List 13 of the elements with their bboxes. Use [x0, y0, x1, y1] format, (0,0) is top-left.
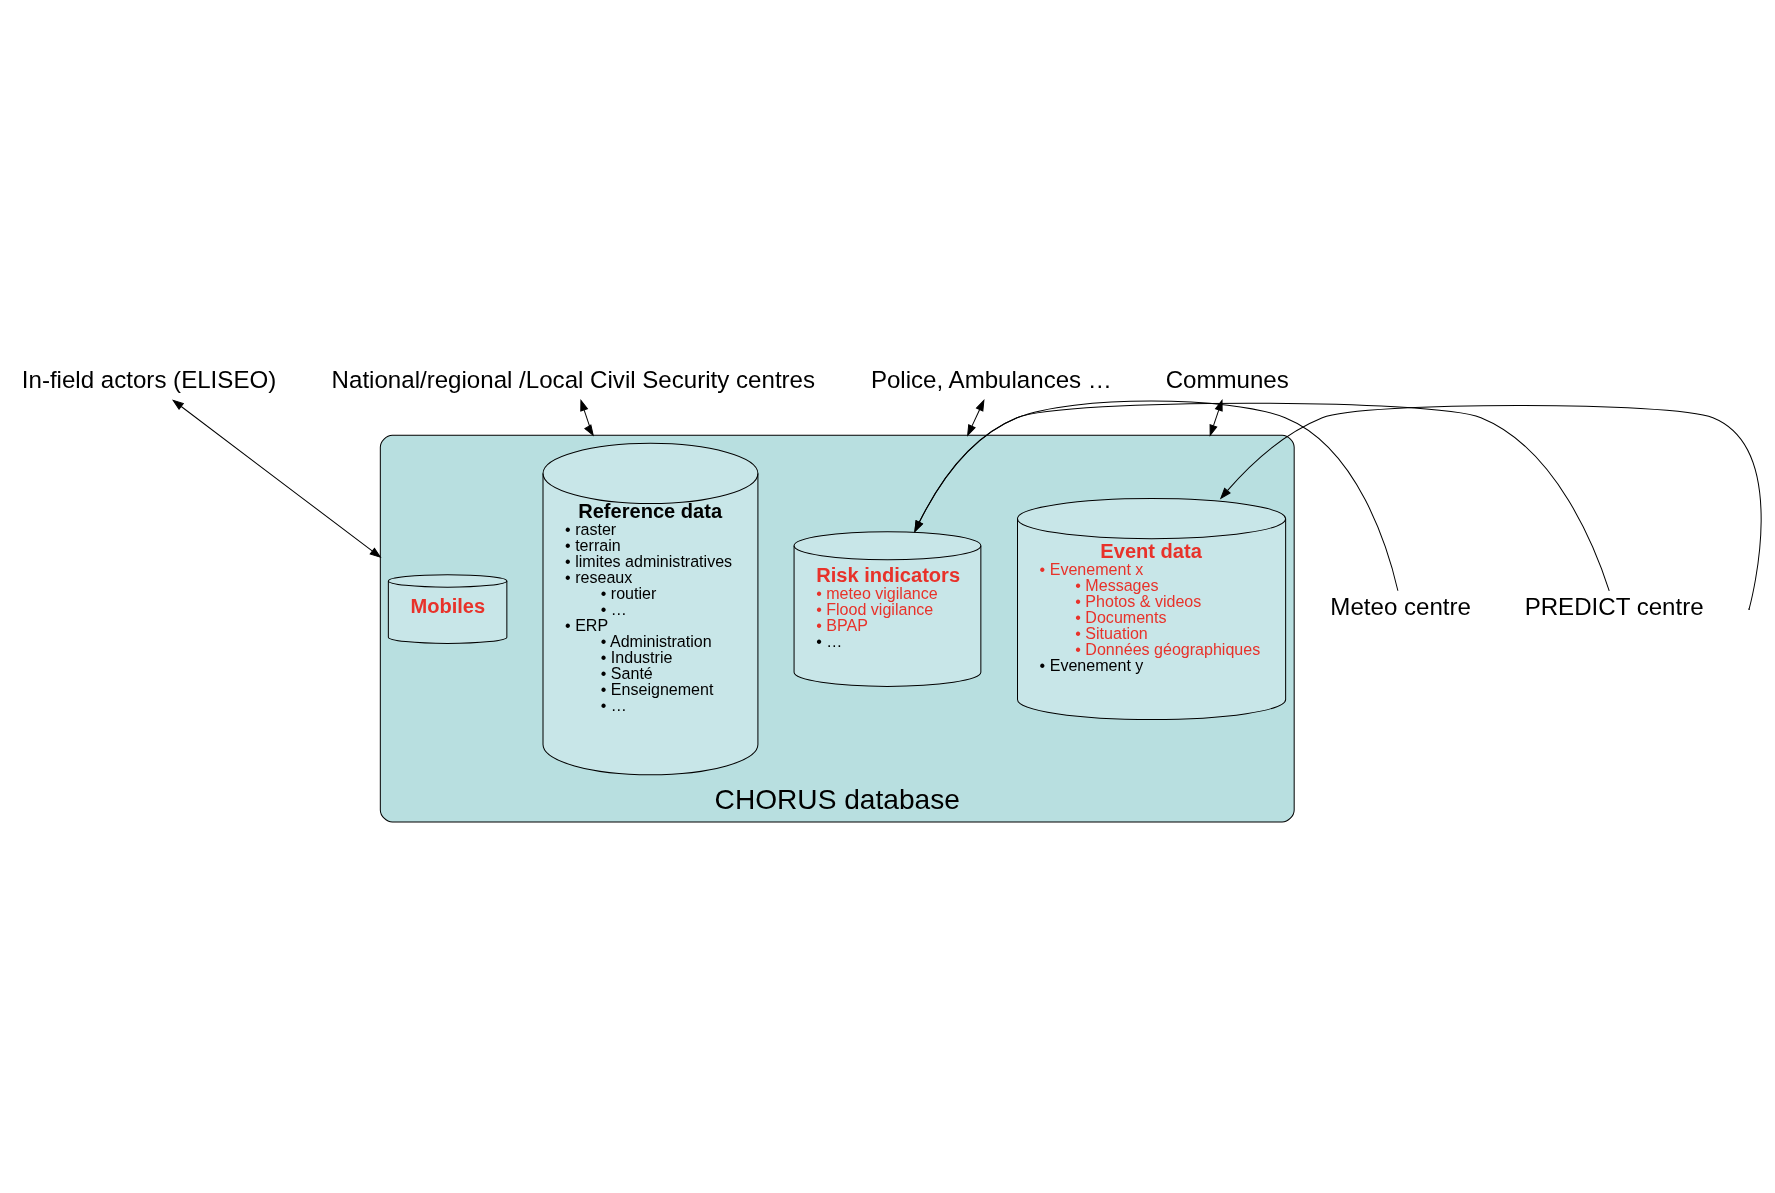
node-text: Meteo centre	[1330, 592, 1471, 620]
arrow	[1209, 399, 1223, 436]
arrow	[967, 399, 985, 436]
node-text: Police, Ambulances …	[870, 365, 1112, 393]
arrow	[580, 399, 594, 436]
arrow	[914, 399, 1399, 591]
arrow	[1220, 404, 1762, 609]
node-text: Communes	[1165, 365, 1289, 393]
arrow	[914, 402, 1610, 591]
arrow	[172, 399, 381, 558]
node-text: National/regional /Local Civil Security centres	[331, 365, 816, 393]
node-text: PREDICT centre	[1524, 592, 1704, 620]
node-text: In-field actors (ELISEO)	[21, 365, 277, 393]
